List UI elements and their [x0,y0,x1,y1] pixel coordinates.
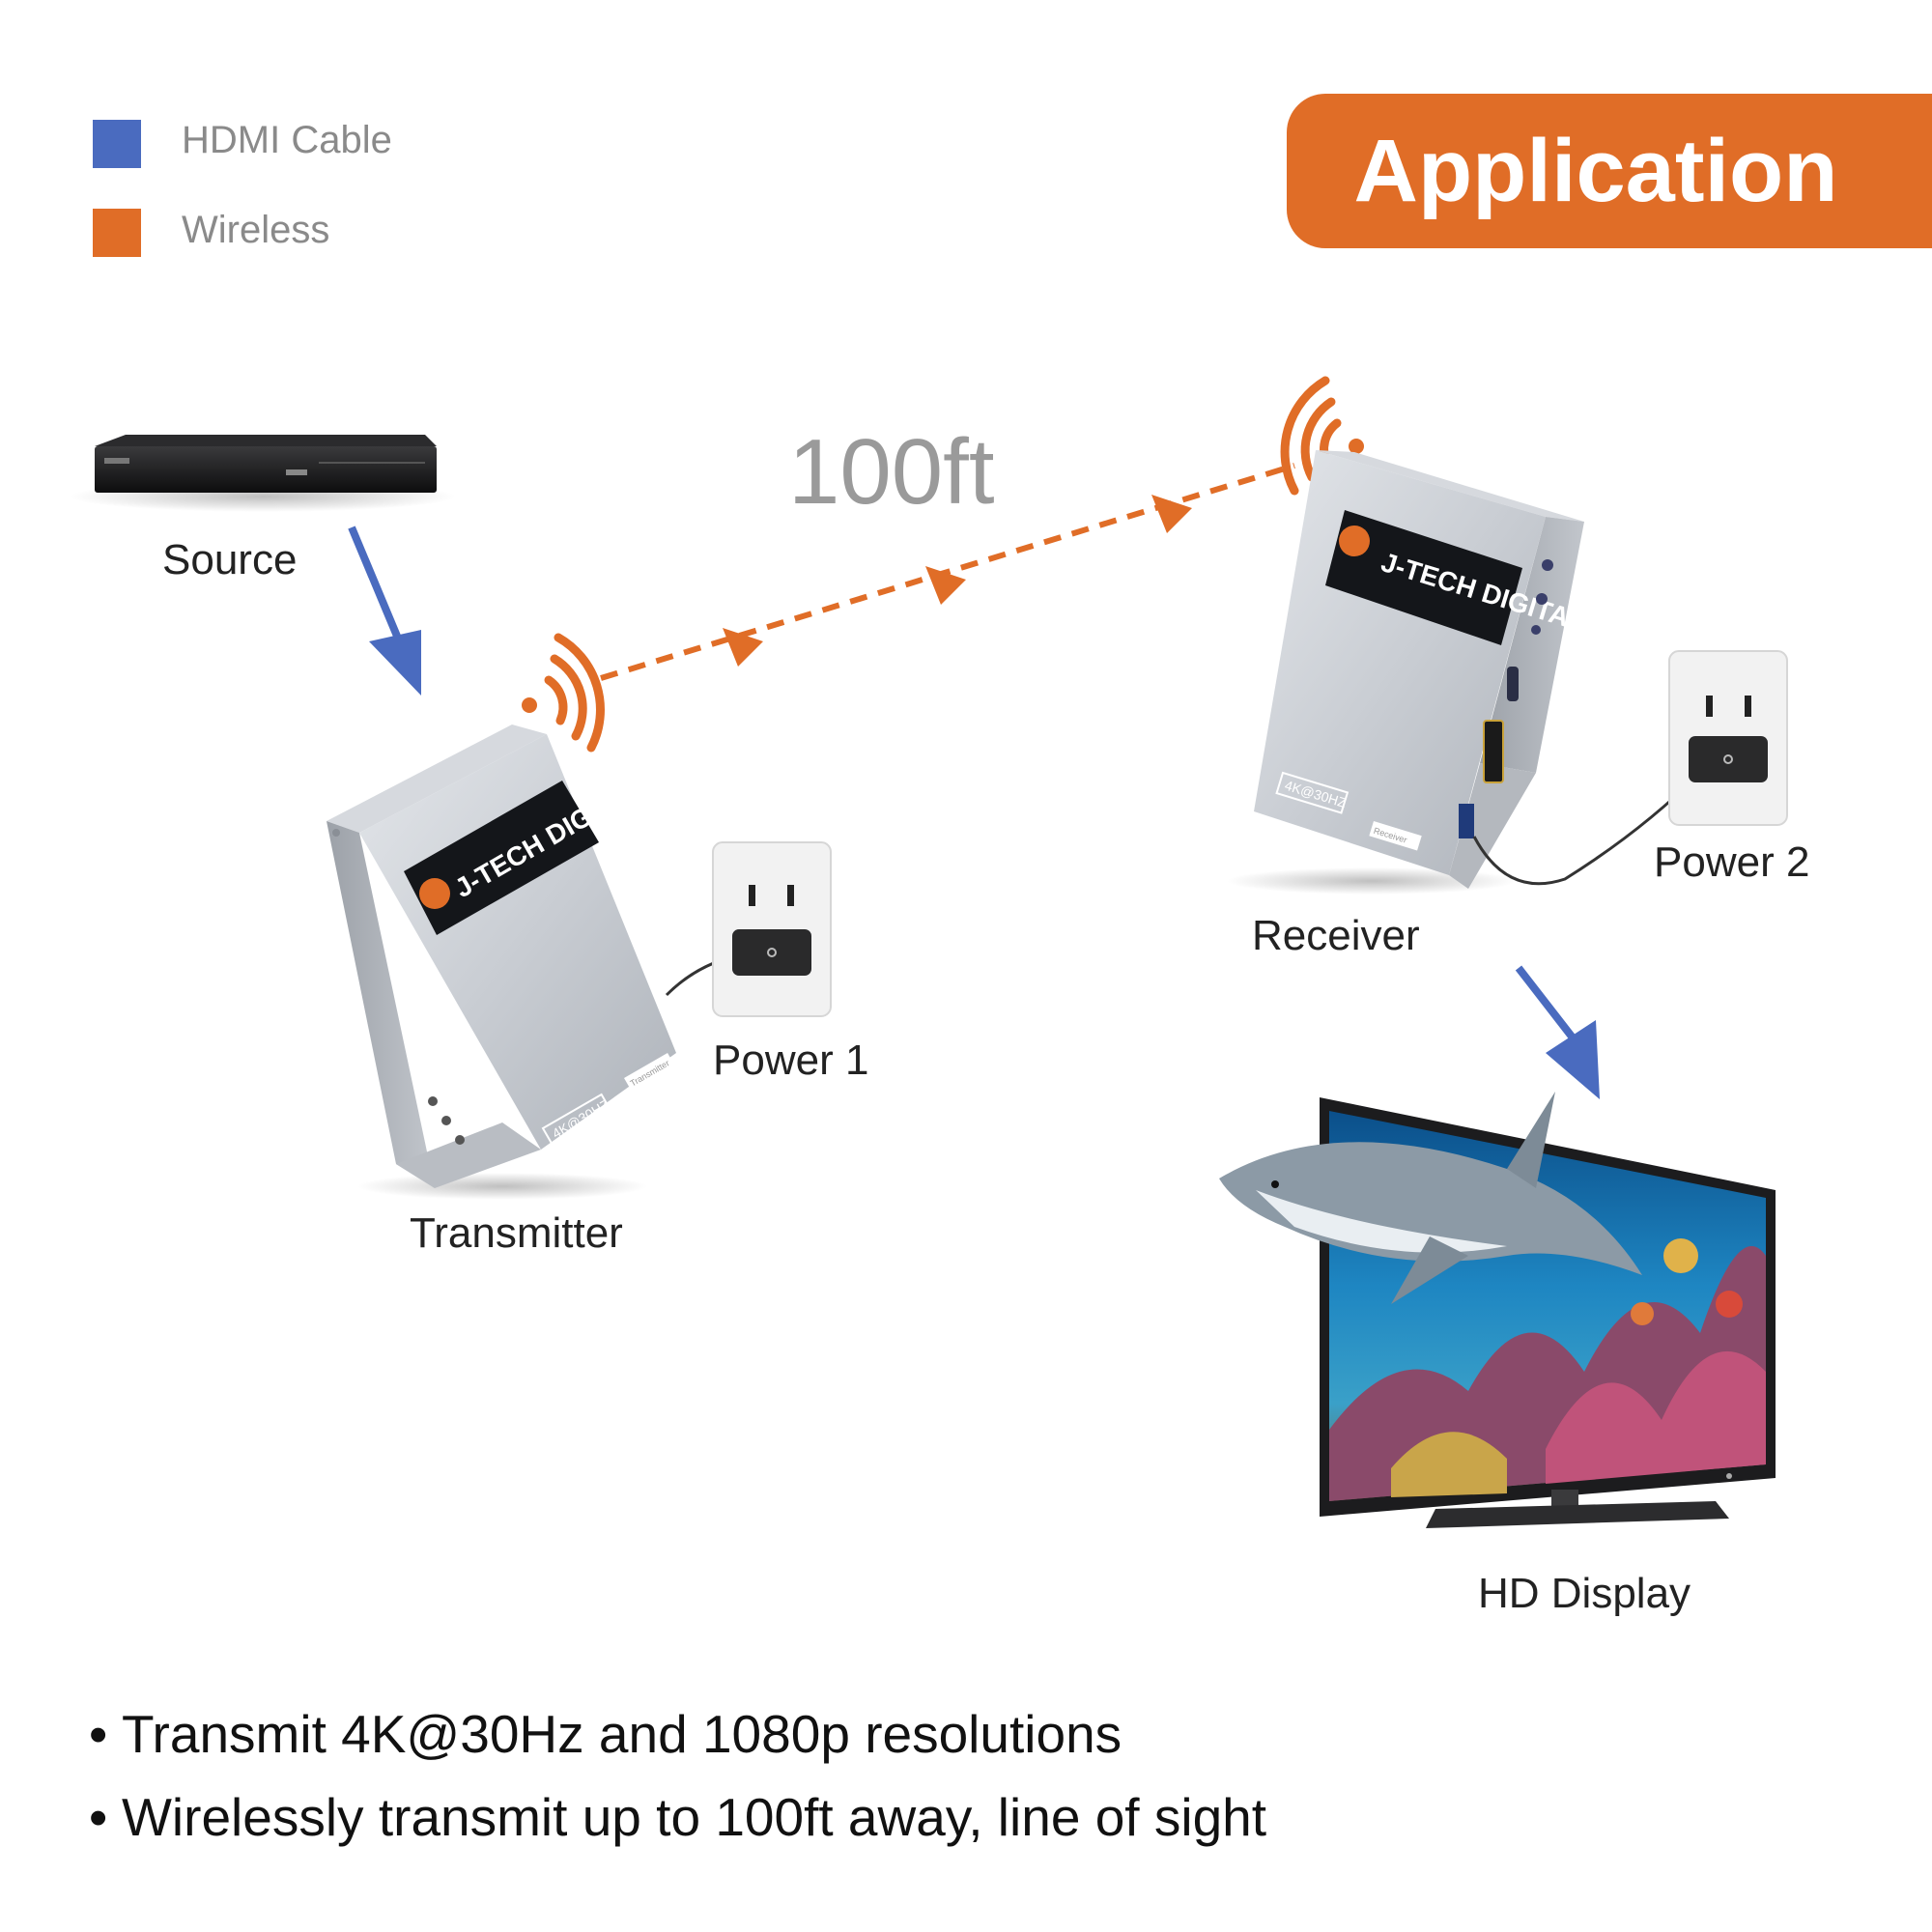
tv-stand-neck [1551,1490,1578,1507]
receiver-label: Receiver [1252,912,1420,959]
power1-label: Power 1 [713,1037,869,1084]
wireless-arrowhead-2 [925,566,966,605]
receiver-micro-port [1507,667,1519,701]
distance-label: 100ft [788,420,995,524]
wireless-arrowhead-1 [723,628,763,667]
hdmi-arrow-receiver-to-display [1515,965,1600,1099]
feature-text: Wirelessly transmit up to 100ft away, li… [122,1787,1267,1847]
receiver-signal-icon [1280,376,1364,496]
wireless-arrowhead-3 [1151,495,1192,533]
legend-label-hdmi: HDMI Cable [182,119,392,161]
transmitter-device: J-TECH DIGITAL 4K@30HZ Transmitter [327,724,676,1200]
feature-item: •Wirelessly transmit up to 100ft away, l… [89,1786,1266,1848]
bullet-dot: • [89,1704,108,1764]
brand-logo-icon [1339,526,1370,556]
transmitter-front-panel [359,734,676,1150]
hd-display-device [1219,1092,1776,1528]
display-label: HD Display [1478,1570,1691,1617]
feature-item: •Transmit 4K@30Hz and 1080p resolutions [89,1703,1122,1765]
power-cord-2 [1472,771,1702,886]
wireless-link [600,463,1295,681]
source-device [70,435,456,512]
receiver-brand-strip [1325,510,1522,645]
feature-text: Transmit 4K@30Hz and 1080p resolutions [122,1704,1122,1764]
transmitter-label: Transmitter [410,1209,623,1257]
hdmi-arrow-source-to-transmitter [348,526,421,696]
power-outlet-1 [665,841,832,1017]
legend-label-wireless: Wireless [182,209,330,251]
power2-label: Power 2 [1654,838,1810,886]
transmitter-brand-strip [404,781,599,935]
power-outlet-2 [1668,650,1788,826]
bullet-dot: • [89,1787,108,1847]
transmitter-signal-icon [522,633,605,753]
source-label: Source [162,536,298,583]
shark-image [1219,1092,1642,1304]
receiver-hdmi-port [1483,720,1504,783]
brand-logo-icon [419,878,450,909]
tv-stand-base [1426,1501,1729,1528]
legend-swatch-wireless [93,209,141,257]
page-title: Application [1353,122,1838,220]
title-banner: Application [1287,94,1932,248]
receiver-device: J-TECH DIGITAL 4K@30HZ Receiver [1227,450,1702,895]
receiver-power-port [1459,804,1474,838]
legend-swatch-hdmi [93,120,141,168]
